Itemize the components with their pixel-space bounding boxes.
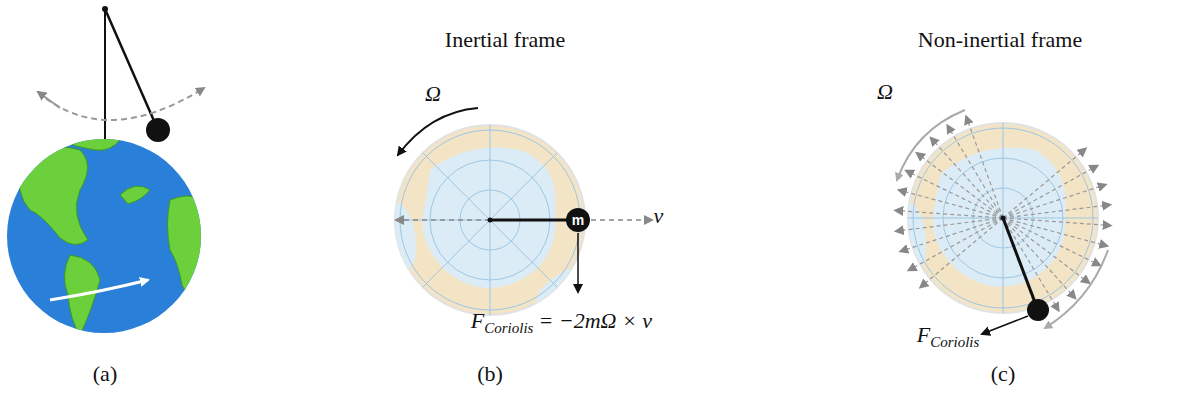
rotating-rays [895,117,1110,320]
label-text: (c) [991,361,1015,386]
ray [1003,149,1086,218]
label-text: Coriolis [930,334,979,350]
label-text: Ω [877,79,893,104]
ray [1003,218,1059,311]
label-text: (b) [477,361,503,386]
label: FCoriolis = −2mΩ × v⃗ [471,308,669,337]
label: (a) [93,361,117,387]
ray [917,153,1003,218]
label-text: F [917,322,930,347]
label: Non-inertial frame [918,27,1082,53]
label: FCoriolis [917,322,980,351]
ray [899,190,1003,218]
label-text: Non-inertial frame [918,27,1082,52]
label: Ω [877,79,893,105]
label-text: = −2mΩ × v⃗ [538,308,669,333]
ray [1003,185,1106,218]
polar-map [390,108,652,320]
ray [966,117,1003,219]
mass-label: m [572,212,584,228]
label-text: v⃗ [654,203,681,228]
ray [900,218,1003,251]
ray [1003,205,1110,218]
ray [920,218,1003,287]
label: Ω [425,81,441,107]
mass-ball: m [566,208,590,232]
label: v⃗ [654,203,681,229]
ray [1003,218,1075,298]
ray [947,125,1003,218]
label-text: Ω [425,81,441,106]
label-text: Inertial frame [445,27,565,52]
ray [896,218,1003,231]
label: Inertial frame [445,27,565,53]
ray [1003,218,1107,246]
label: (b) [477,361,503,387]
pendulum [38,6,204,142]
earth-globe [7,134,205,335]
polar-map [895,110,1110,334]
label-text: (a) [93,361,117,386]
label: (c) [991,361,1015,387]
ray [931,138,1003,218]
label-text: F [471,308,484,333]
label-text: Coriolis [484,320,533,336]
